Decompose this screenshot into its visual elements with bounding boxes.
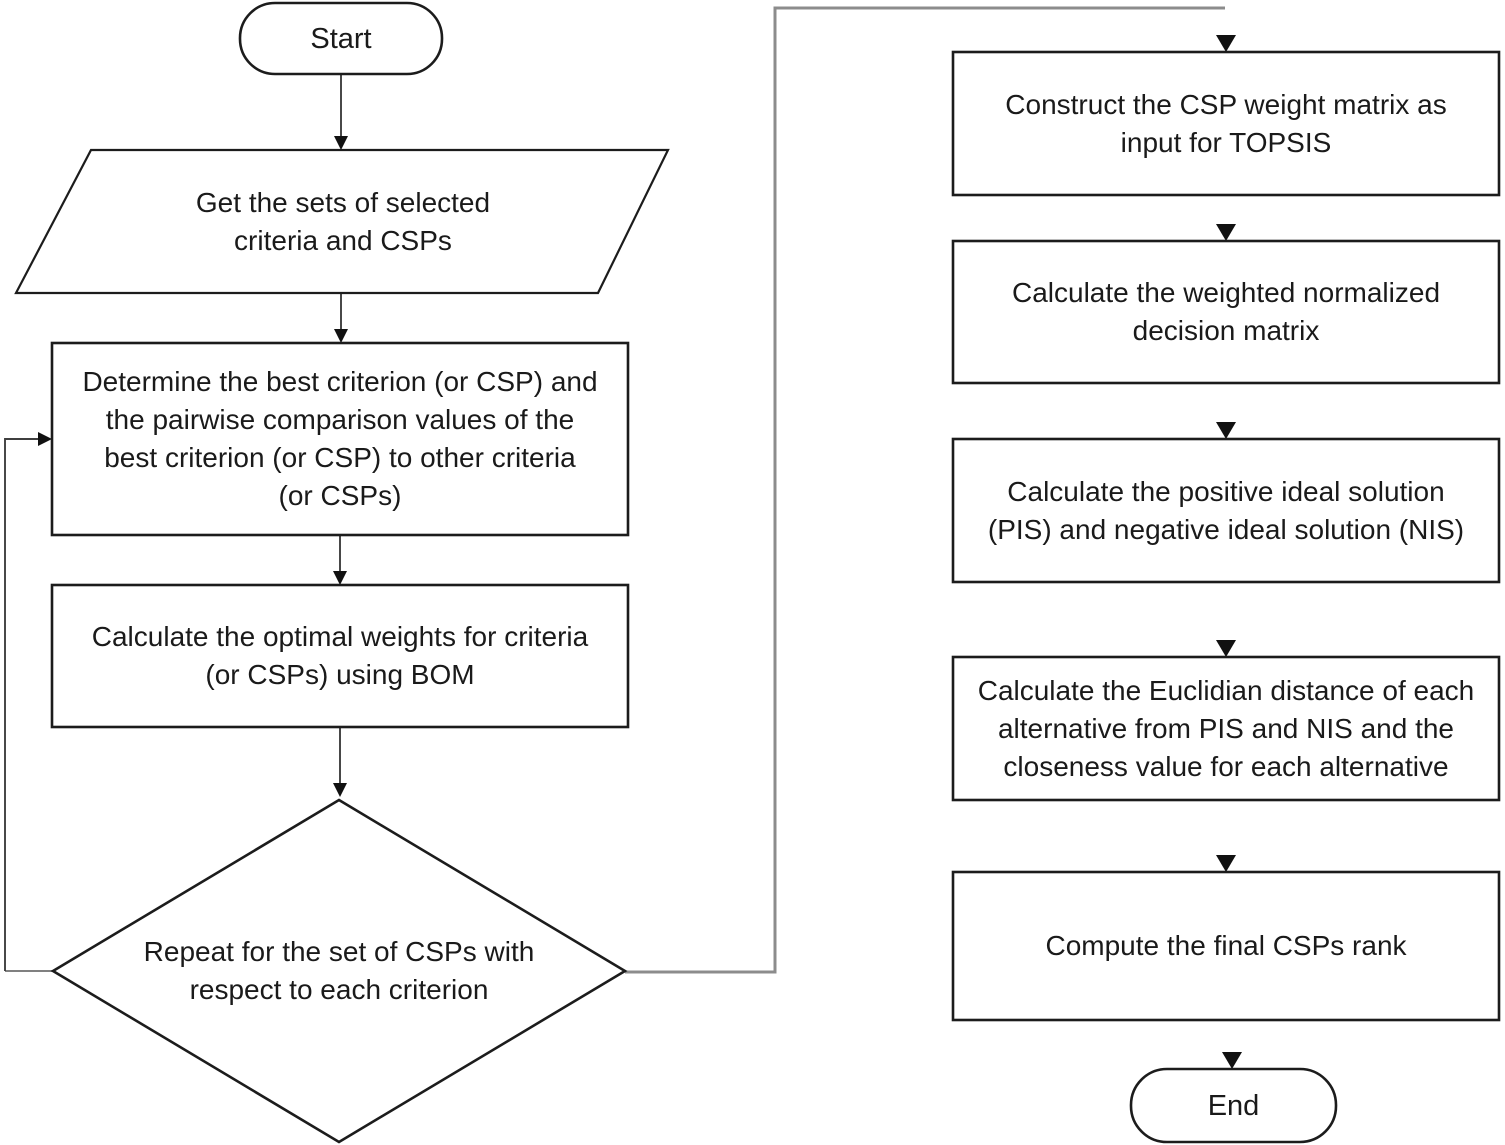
pisnis-node-label: Calculate the positive ideal solution (P… [987, 475, 1465, 545]
euclid-node-label: Calculate the Euclidian distance of each… [977, 674, 1475, 782]
determine-box-shape [50, 341, 630, 537]
loopback-line [4, 438, 39, 971]
arrowhead-right-icon [38, 432, 52, 446]
arrowhead-down-icon [1216, 35, 1236, 52]
determine-node-label: Determine the best criterion (or CSP) an… [82, 366, 598, 511]
arrowhead-down-icon [334, 329, 348, 343]
pisnis-box-shape [951, 437, 1501, 584]
repeat-to-construct-line [625, 6, 1225, 974]
arrowhead-down-icon [1216, 224, 1236, 241]
arrowhead-down-icon [333, 571, 347, 585]
construct-node-label: Construct the CSP weight matrix as input… [1005, 88, 1447, 158]
weights-box-shape [50, 583, 630, 729]
weighted-node-label: Calculate the weighted normalized decisi… [1011, 277, 1441, 346]
euclid-box-shape [951, 655, 1501, 802]
repeat-decision-shape [50, 798, 628, 1144]
end-node-label: End [1207, 1089, 1260, 1122]
arrowhead-down-icon [1216, 422, 1236, 439]
input-node-label: Get the sets of selected criteria and CS… [195, 186, 491, 256]
arrowhead-down-icon [333, 783, 347, 797]
end-terminator-shape [1129, 1067, 1338, 1144]
start-node-label: Start [310, 22, 372, 55]
arrowhead-down-icon [334, 136, 348, 150]
rank-box-shape [951, 870, 1501, 1022]
weights-node-label: Calculate the optimal weights for criter… [91, 621, 589, 690]
arrowhead-down-icon [1216, 855, 1236, 872]
weighted-box-shape [951, 239, 1501, 385]
rank-node-label: Compute the final CSPs rank [1045, 930, 1407, 961]
arrowhead-down-icon [1216, 640, 1236, 657]
start-terminator-shape [238, 1, 444, 76]
construct-box-shape [951, 50, 1501, 197]
input-parallelogram-shape [14, 148, 670, 295]
arrowhead-down-icon [1222, 1052, 1242, 1069]
repeat-decision-label: Repeat for the set of CSPs with respect … [143, 936, 535, 1005]
